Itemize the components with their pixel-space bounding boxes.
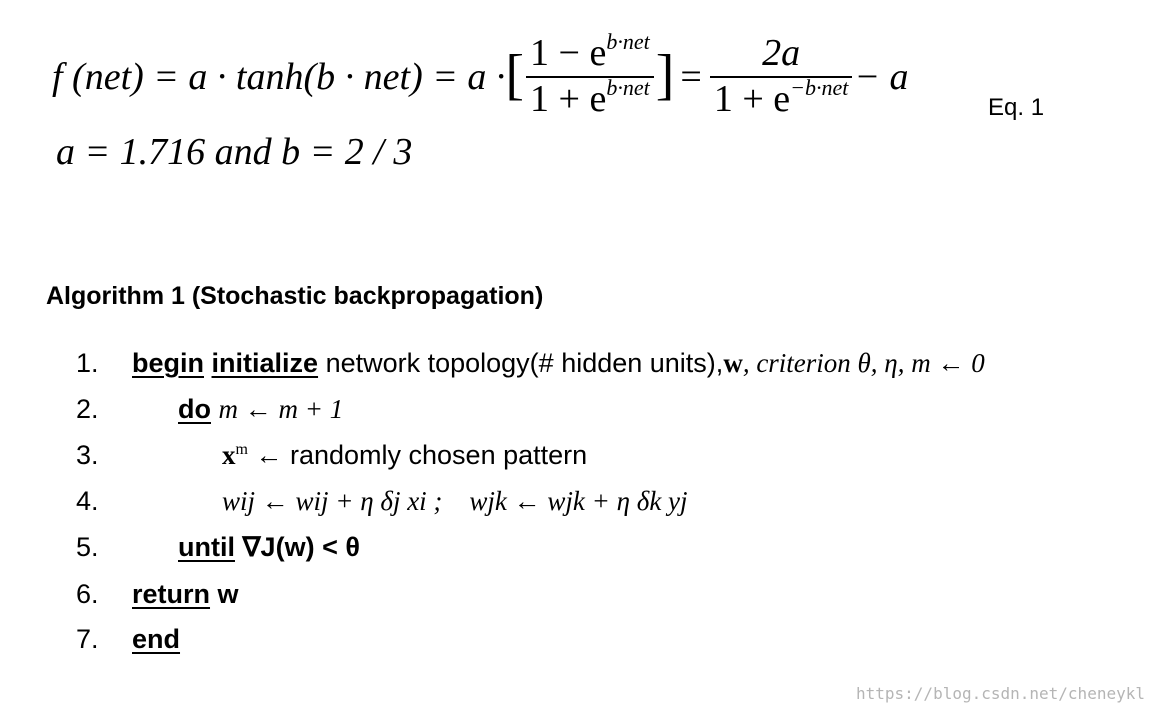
keyword-do: do (178, 394, 211, 424)
left-bracket: [ (505, 44, 525, 106)
algorithm-line-4: 4. wij ← wij + η δj xi ; wjk ← wjk + η δ… (0, 486, 1166, 526)
line-number: 7. (76, 624, 99, 654)
return-value: w (217, 579, 239, 609)
fraction-numerator: 1 − e (530, 32, 607, 75)
fraction-bar (709, 76, 853, 78)
algorithm-line-6: 6. return w (0, 579, 1166, 619)
algorithm-line-2: 2. do m ← m + 1 (0, 394, 1166, 434)
keyword-end: end (132, 624, 181, 654)
fraction-denominator: 1 + e (713, 78, 791, 120)
algorithm-line-1: 1. begin initialize network topology(# h… (0, 348, 1166, 388)
line-number: 6. (76, 579, 99, 609)
fraction-logistic-form: 2a 1 + e−b·net (709, 32, 853, 120)
line-number: 3. (76, 440, 99, 470)
exponent: b·net (606, 75, 650, 100)
stopping-condition: ∇J(w) < θ (242, 532, 360, 562)
keyword-begin: begin (132, 348, 204, 378)
line-number: 1. (76, 348, 99, 378)
equation-lhs: f (net) = a · tanh(b · net) = a · (52, 56, 506, 98)
algorithm-line-5: 5. until ∇J(w) < θ (0, 532, 1166, 572)
equation-parameters: a = 1.716 and b = 2 / 3 (56, 131, 413, 173)
right-bracket: ] (655, 44, 675, 106)
weight-symbol: w (723, 348, 743, 378)
weight-update-rule: wij ← wij + η δj xi ; wjk ← wjk + η δk y… (222, 486, 688, 516)
line-number: 5. (76, 532, 99, 562)
keyword-return: return (132, 579, 211, 609)
line-text-math: , criterion θ, η, m ← 0 (742, 348, 985, 378)
watermark: https://blog.csdn.net/cheneykl (856, 684, 1145, 703)
equation-tail: − a (854, 56, 909, 98)
algorithm-line-7: 7. end (0, 624, 1166, 664)
line-text: ← randomly chosen pattern (255, 440, 588, 470)
line-text-math: m ← m + 1 (218, 394, 344, 424)
fraction-numerator: 2a (762, 32, 801, 75)
exponent: −b·net (790, 75, 849, 100)
fraction-denominator: 1 + e (530, 78, 607, 120)
algorithm-title: Algorithm 1 (Stochastic backpropagation) (46, 282, 544, 310)
equation-line-1: f (net) = a · tanh(b · net) = a · [ 1 − … (52, 22, 909, 132)
algorithm-line-3: 3. xm ← randomly chosen pattern (0, 440, 1166, 480)
exponent: b·net (606, 29, 650, 55)
line-number: 4. (76, 486, 99, 516)
equals-sign: = (680, 56, 702, 98)
line-number: 2. (76, 394, 99, 424)
fraction-tanh-expansion: 1 − eb·net 1 + eb·net (526, 31, 654, 120)
keyword-initialize: initialize (211, 348, 319, 378)
pattern-symbol: x (222, 440, 236, 470)
fraction-bar (526, 76, 654, 78)
equation-label: Eq. 1 (988, 94, 1045, 121)
keyword-until: until (178, 532, 235, 562)
pattern-superscript: m (235, 441, 248, 458)
line-text: network topology(# hidden units), (325, 348, 724, 378)
